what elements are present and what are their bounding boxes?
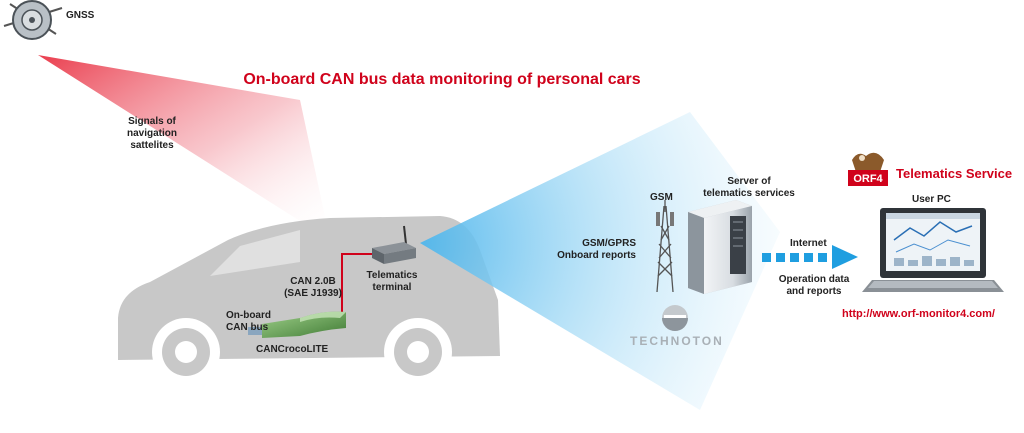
server-line-1: Server of xyxy=(727,176,771,187)
gnss-satellite-icon xyxy=(3,0,63,40)
signals-line-2: navigation xyxy=(126,128,177,139)
internet-label: Internet xyxy=(790,238,827,249)
telematics-terminal-label: Telematics terminal xyxy=(356,270,428,294)
signals-line-1: Signals of xyxy=(128,116,176,127)
gsm-gprs-line-2: Onboard reports xyxy=(557,250,636,261)
internet-arrow xyxy=(762,245,858,269)
technoton-emblem-icon xyxy=(662,305,688,331)
telematics-service-label: Telematics Service xyxy=(896,166,1013,181)
gsm-gprs-label: GSM/GPRS Onboard reports xyxy=(536,238,636,262)
signals-line-3: sattelites xyxy=(130,140,174,151)
can-protocol-line-1: CAN 2.0B xyxy=(290,276,336,287)
cancroco-label: CANCrocoLITE xyxy=(256,344,329,355)
server-label: Server of telematics services xyxy=(694,176,804,200)
operation-data-line-1: Operation data xyxy=(778,274,850,285)
terminal-line-1: Telematics xyxy=(366,270,418,281)
technoton-brand-text: TECHNOTON xyxy=(630,334,724,348)
user-pc-label: User PC xyxy=(912,194,951,205)
radio-beam xyxy=(420,112,780,410)
gsm-gprs-line-1: GSM/GPRS xyxy=(582,238,636,249)
gsm-tower-icon xyxy=(656,200,674,293)
can-cable xyxy=(341,253,376,315)
diagram-title: On-board CAN bus data monitoring of pers… xyxy=(243,71,641,88)
server-icon xyxy=(688,200,752,294)
operation-data-label: Operation data and reports xyxy=(770,274,858,298)
orf4-logo-icon: ORF4 xyxy=(848,152,888,186)
cancroco-device-icon xyxy=(248,311,346,338)
telematics-terminal-icon xyxy=(372,225,416,264)
gsm-label: GSM xyxy=(650,192,673,203)
gnss-label: GNSS xyxy=(66,10,95,21)
can-protocol-label: CAN 2.0B (SAE J1939) xyxy=(282,276,344,300)
can-protocol-line-2: (SAE J1939) xyxy=(284,288,342,299)
server-line-2: telematics services xyxy=(703,188,795,199)
signals-label: Signals of navigation sattelites xyxy=(102,116,202,152)
onboard-can-line-2: CAN bus xyxy=(226,322,269,333)
operation-data-line-2: and reports xyxy=(786,286,842,297)
orf-monitor-url[interactable]: http://www.orf-monitor4.com/ xyxy=(842,308,995,320)
laptop-icon xyxy=(862,208,1004,292)
orf4-logo-text: ORF4 xyxy=(853,173,883,185)
onboard-can-line-1: On-board xyxy=(226,310,271,321)
terminal-line-2: terminal xyxy=(372,282,412,293)
onboard-can-label: On-board CAN bus xyxy=(226,310,271,334)
gnss-signal-cone xyxy=(38,55,330,240)
